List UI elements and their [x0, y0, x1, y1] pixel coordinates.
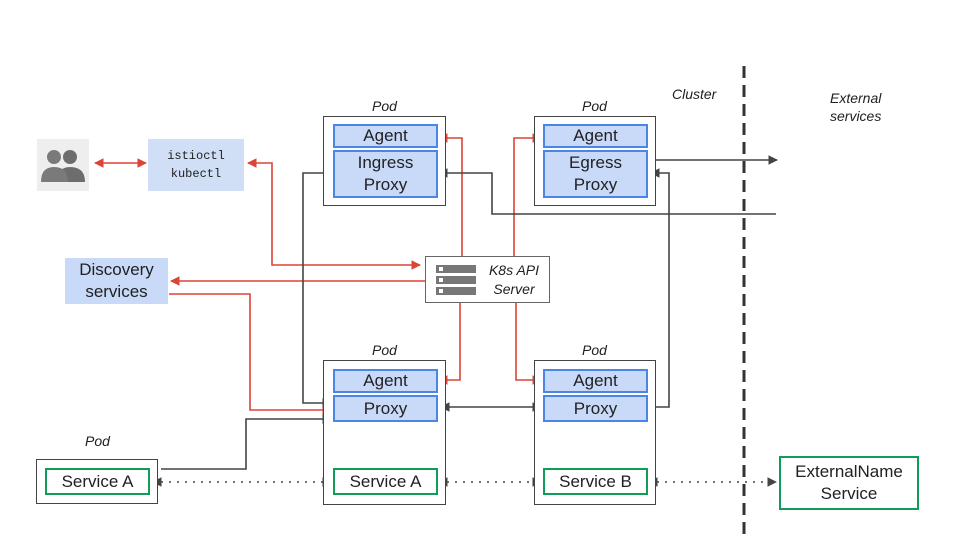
- cli-tools-box: istioctl kubectl: [148, 139, 244, 191]
- proxy-b-egress-link: [649, 168, 670, 408]
- tools-api-link: [247, 158, 421, 270]
- api-ingress-agent-link: [438, 133, 463, 256]
- users-icon: [41, 150, 85, 182]
- service-a-box: Service A: [333, 468, 438, 495]
- service-b-pod: Agent Proxy Service B: [534, 360, 656, 505]
- plain-service-proxy-link: [161, 414, 332, 470]
- service-a-pod: Agent Proxy Service A: [323, 360, 446, 505]
- server-rack-icon: [436, 265, 476, 295]
- egress-proxy: Egress Proxy: [543, 150, 648, 198]
- service-b-proxy: Proxy: [543, 395, 648, 422]
- ingress-pod-label: Pod: [372, 98, 397, 114]
- api-agent-a-link: [438, 303, 461, 385]
- ingress-agent: Agent: [333, 124, 438, 148]
- service-a-agent: Agent: [333, 369, 438, 393]
- service-b-box: Service B: [543, 468, 648, 495]
- api-agent-b-link: [515, 303, 542, 385]
- plain-pod-label: Pod: [85, 433, 110, 449]
- service-b-agent: Agent: [543, 369, 648, 393]
- service-a-pod-label: Pod: [372, 342, 397, 358]
- cluster-label: Cluster: [672, 86, 717, 102]
- ingress-proxy-link: [302, 172, 333, 408]
- egress-pod: Agent Egress Proxy: [534, 116, 656, 206]
- plain-service-a-box: Service A: [45, 468, 150, 495]
- discovery-services-box: Discovery services: [65, 258, 168, 304]
- service-b-pod-label: Pod: [582, 342, 607, 358]
- ingress-proxy: Ingress Proxy: [333, 150, 438, 198]
- users-box: [37, 139, 89, 191]
- egress-agent: Agent: [543, 124, 648, 148]
- api-egress-agent-link: [513, 133, 542, 256]
- service-a-proxy: Proxy: [333, 395, 438, 422]
- ingress-pod: Agent Ingress Proxy: [323, 116, 446, 206]
- api-server-label: K8s API Server: [488, 262, 540, 297]
- external-name-service: ExternalName Service: [779, 456, 919, 510]
- discovery-proxy-link: [169, 293, 332, 415]
- k8s-api-server: K8s API Server: [425, 256, 550, 303]
- external-ingress-link: [438, 168, 776, 215]
- plain-pod: Service A: [36, 459, 158, 504]
- egress-pod-label: Pod: [582, 98, 607, 114]
- external-services-label: External services: [830, 90, 882, 124]
